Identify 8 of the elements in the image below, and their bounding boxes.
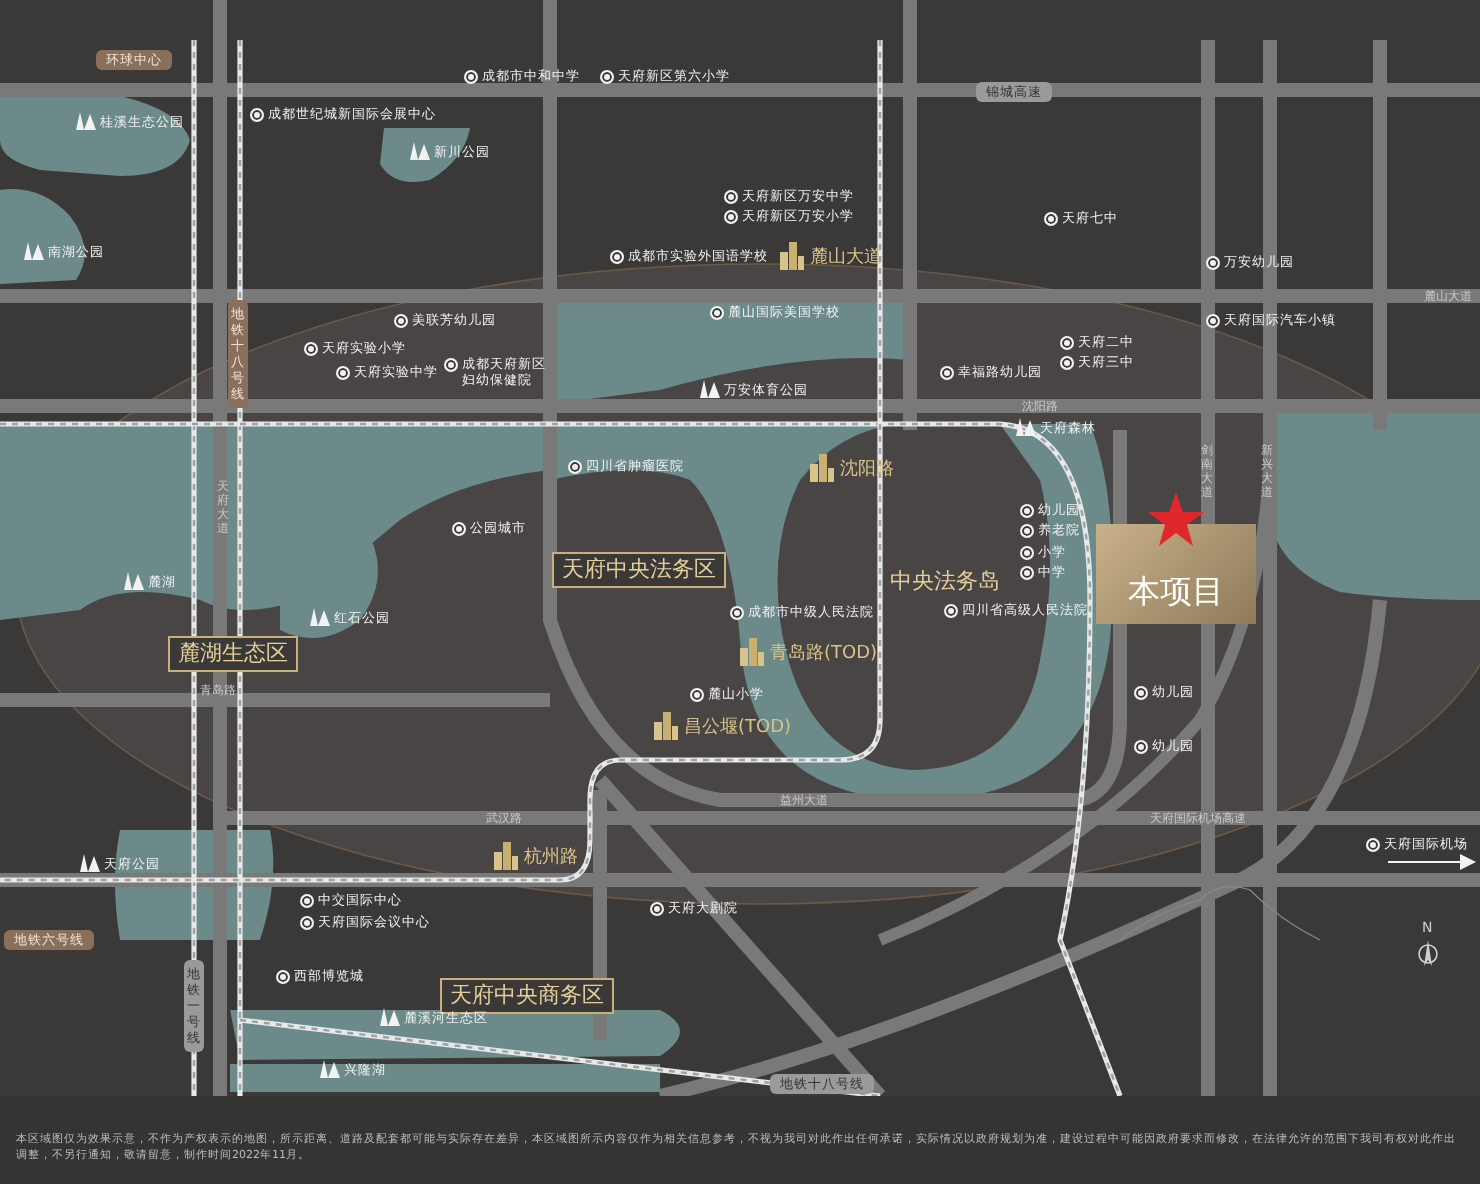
district-label-box: 天府中央商务区 [440,978,614,1014]
project-title: 本项目 [1126,572,1226,612]
station-name: 昌公堰(TOD) [684,718,792,740]
district-label-box: 天府中央法务区 [552,552,726,588]
station-name: 杭州路 [524,848,578,870]
station-name: 青岛路(TOD) [770,644,878,666]
district-label-box: 麓湖生态区 [168,636,298,672]
area-name: 中央法务岛 [890,568,1000,596]
